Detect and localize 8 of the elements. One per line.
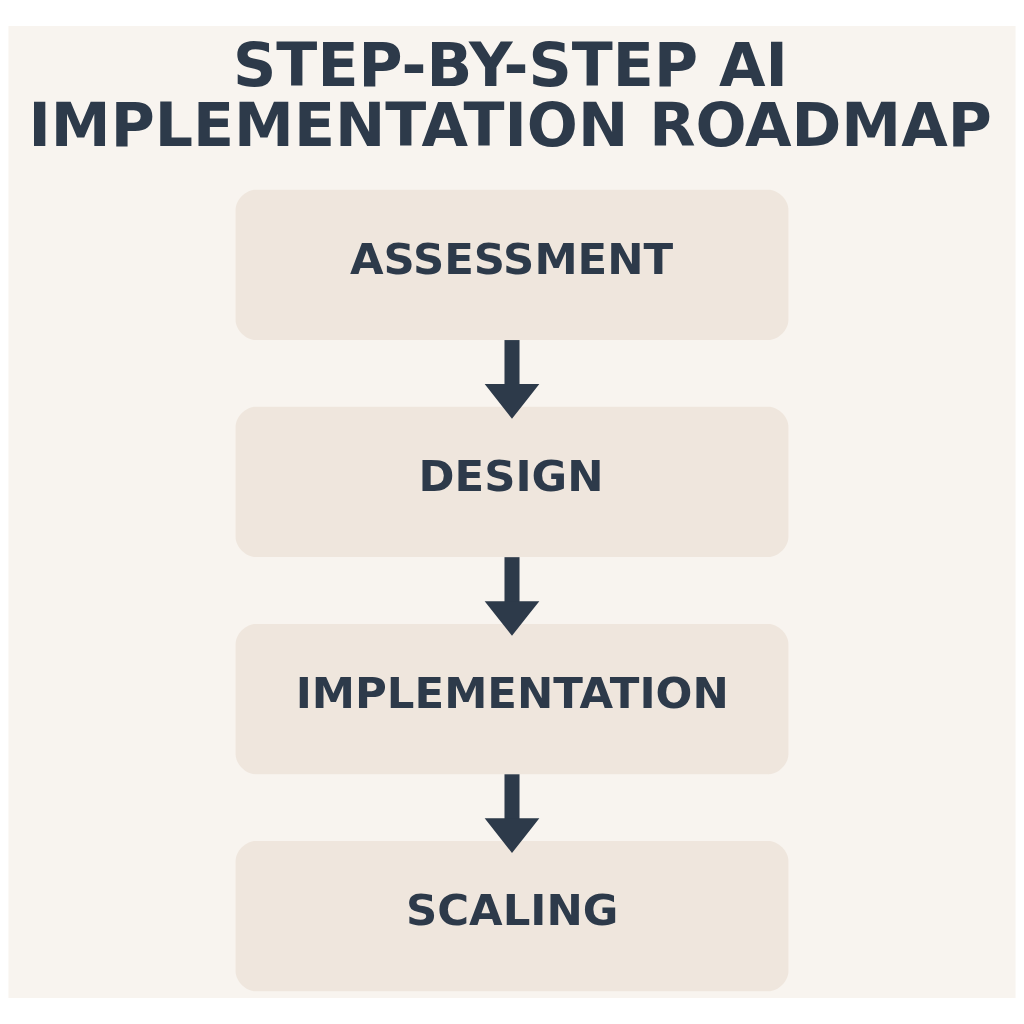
- node-box: IMPLEMENTATION: [235, 623, 789, 775]
- node-box: DESIGN: [235, 406, 789, 558]
- arrow: [484, 340, 540, 419]
- node-box: SCALING: [235, 841, 789, 992]
- arrow: [484, 557, 540, 636]
- node-box: ASSESSMENT: [235, 189, 789, 340]
- diagram-title: STEP-BY-STEP AI IMPLEMENTATION ROADMAP: [28, 29, 992, 160]
- arrow: [484, 774, 540, 853]
